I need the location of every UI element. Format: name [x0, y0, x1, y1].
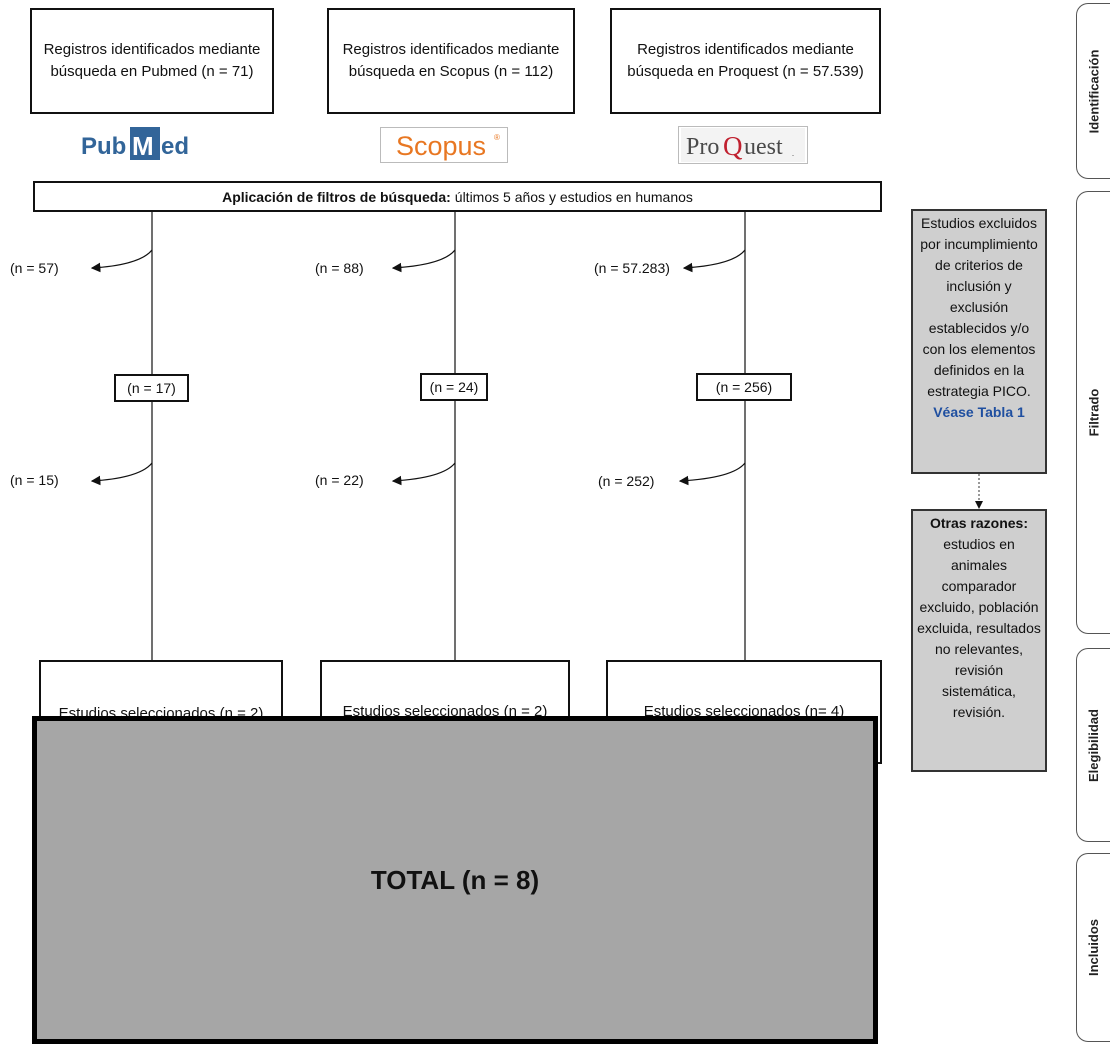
svg-text:Scopus: Scopus — [396, 131, 486, 161]
exclusion-arrow — [90, 249, 153, 273]
svg-text:Pub: Pub — [81, 133, 126, 160]
remaining-count-text: (n = 17) — [127, 380, 176, 396]
phase-incluidos: Incluidos — [1076, 853, 1110, 1042]
filter-label: Aplicación de filtros de búsqueda: — [222, 188, 451, 205]
see-table-link[interactable]: Véase Tabla 1 — [933, 404, 1025, 420]
source-box-proquest: Registros identificados mediante búsqued… — [610, 8, 881, 114]
excluded-count-scopus-1: (n = 88) — [315, 260, 364, 276]
exclusion-criteria-text: Estudios excluidos por incumplimiento de… — [920, 215, 1038, 399]
svg-text:uest: uest — [744, 134, 783, 160]
phase-label: Elegibilidad — [1086, 708, 1101, 782]
source-text: Registros identificados mediante búsqued… — [43, 41, 261, 80]
excluded-count-scopus-2: (n = 22) — [315, 472, 364, 488]
total-text: TOTAL (n = 8) — [370, 864, 540, 895]
exclusion-arrow — [678, 462, 746, 486]
excluded-count-proquest-2: (n = 252) — [598, 473, 655, 489]
phase-filtrado: Filtrado — [1076, 191, 1110, 634]
other-reasons-note: Otras razones: estudios en animales comp… — [911, 509, 1047, 772]
source-text: Registros identificados mediante búsqued… — [627, 41, 864, 80]
scopus-logo-icon: Scopus ® — [396, 131, 500, 161]
remaining-count-scopus: (n = 24) — [420, 373, 488, 401]
other-reasons-label: Otras razones: — [929, 515, 1029, 531]
source-box-scopus: Registros identificados mediante búsqued… — [327, 8, 575, 114]
svg-text:.: . — [792, 149, 794, 158]
remaining-count-pubmed: (n = 17) — [114, 374, 189, 402]
source-text: Registros identificados mediante búsqued… — [342, 41, 560, 80]
remaining-count-proquest: (n = 256) — [696, 373, 792, 401]
exclusion-arrow — [682, 249, 746, 273]
excluded-count-proquest-1: (n = 57.283) — [594, 260, 670, 276]
scopus-logo: Scopus ® — [380, 127, 508, 163]
phase-label: Filtrado — [1086, 388, 1102, 437]
filter-text: últimos 5 años y estudios en humanos — [454, 188, 693, 205]
total-box: TOTAL (n = 8) — [32, 716, 878, 1044]
remaining-count-text: (n = 24) — [429, 379, 479, 395]
phase-label: Identificación — [1086, 49, 1102, 133]
filter-bar: Aplicación de filtros de búsqueda: últim… — [33, 181, 882, 212]
svg-text:M: M — [132, 131, 154, 161]
excluded-count-pubmed-1: (n = 57) — [10, 260, 59, 276]
exclusion-arrow — [90, 462, 153, 486]
proquest-logo-icon: Pro Q uest . — [681, 128, 805, 162]
other-reasons-text: estudios en animales comparador excluido… — [917, 536, 1041, 720]
selected-text: Estudios seleccionados (n = 2) — [342, 703, 548, 720]
pubmed-logo: Pub M ed — [79, 124, 204, 162]
svg-text:ed: ed — [161, 133, 189, 160]
svg-text:Pro: Pro — [686, 134, 719, 160]
excluded-count-pubmed-2: (n = 15) — [10, 472, 59, 488]
pubmed-logo-icon: Pub M ed — [79, 127, 204, 161]
selected-text: Estudios seleccionados (n= 4) — [643, 703, 845, 720]
exclusion-arrow — [391, 462, 456, 486]
svg-text:Q: Q — [723, 131, 743, 161]
source-box-pubmed: Registros identificados mediante búsqued… — [30, 8, 274, 114]
proquest-logo: Pro Q uest . — [678, 126, 808, 164]
phase-identificacion: Identificación — [1076, 3, 1110, 179]
phase-label: Incluidos — [1086, 918, 1101, 977]
exclusion-criteria-note: Estudios excluidos por incumplimiento de… — [911, 209, 1047, 474]
remaining-count-text: (n = 256) — [715, 379, 773, 395]
exclusion-arrow — [391, 249, 456, 273]
svg-text:®: ® — [494, 133, 500, 142]
phase-elegibilidad: Elegibilidad — [1076, 648, 1110, 842]
